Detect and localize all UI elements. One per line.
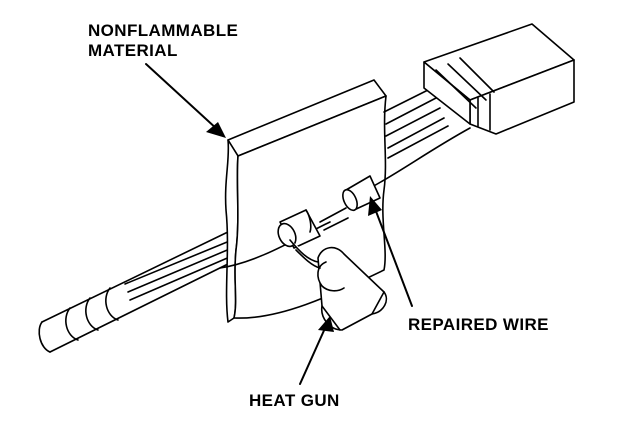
- label-heat-gun: HEAT GUN: [249, 391, 340, 410]
- label-nonflammable-material-line2: MATERIAL: [88, 41, 178, 60]
- arrow-repaired-wire: [373, 205, 413, 307]
- arrowhead-nonflammable: [206, 122, 226, 138]
- leader-lines: [145, 63, 413, 385]
- heat-shrink-tubes: [277, 175, 381, 249]
- wire-harness-right: [219, 87, 471, 269]
- heat-gun: [289, 239, 388, 331]
- arrow-heat-gun: [299, 325, 327, 385]
- wire-harness-left: [38, 229, 233, 353]
- arrow-nonflammable: [145, 63, 219, 131]
- arrowhead-heat-gun: [318, 316, 334, 332]
- wire-connector: [423, 23, 575, 135]
- label-nonflammable-material-line1: NONFLAMMABLE: [88, 21, 239, 40]
- arrowhead-repaired-wire: [368, 196, 382, 216]
- label-repaired-wire: REPAIRED WIRE: [408, 315, 549, 334]
- arrow-heads: [206, 122, 382, 332]
